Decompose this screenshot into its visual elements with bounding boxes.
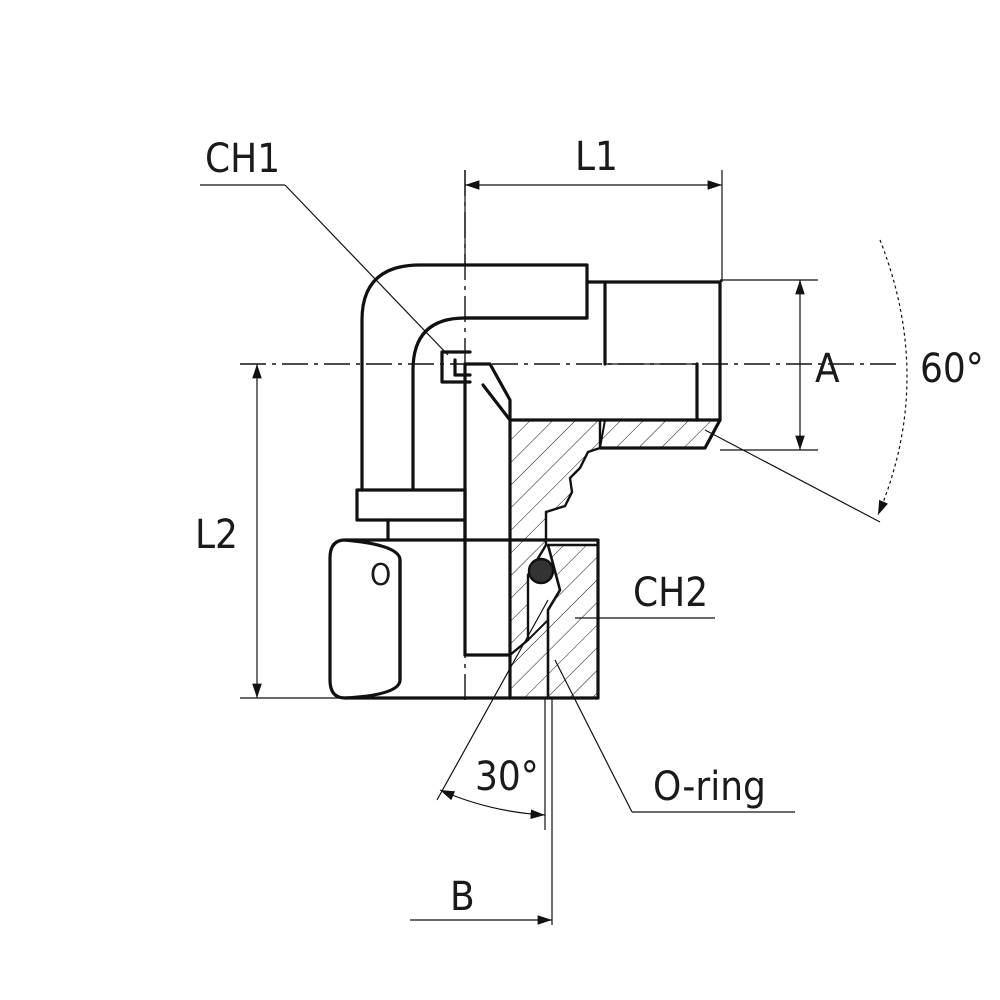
label-ch2: CH2 xyxy=(633,570,708,616)
label-ch1: CH1 xyxy=(205,136,280,182)
label-l2: L2 xyxy=(195,512,238,558)
label-o-mark: O xyxy=(370,558,391,593)
label-b: B xyxy=(450,874,475,920)
label-l1: L1 xyxy=(575,134,618,180)
label-angle-60: 60° xyxy=(920,346,984,392)
label-angle-30: 30° xyxy=(475,754,539,800)
o-ring-ball xyxy=(527,557,555,585)
clip-marker xyxy=(440,350,472,384)
bore xyxy=(463,362,512,700)
dimension-lines xyxy=(200,170,908,925)
label-o-ring: O-ring xyxy=(653,764,766,810)
label-a: A xyxy=(815,346,840,392)
